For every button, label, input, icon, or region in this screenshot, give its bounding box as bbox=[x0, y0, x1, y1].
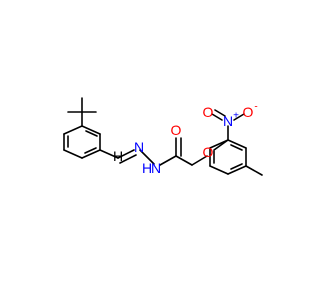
bond-ch2-to-o-ether bbox=[191, 155, 208, 166]
atom-labels: H N N H O O N + O - O bbox=[113, 102, 258, 177]
bond-ring1-c bbox=[81, 149, 101, 159]
atom-o-nitro-right: O bbox=[243, 104, 254, 120]
bond-ring2-a bbox=[227, 139, 247, 149]
bond-nitro-to-o-left-double bbox=[214, 109, 226, 117]
charge-o-nitro: - bbox=[254, 102, 257, 113]
atom-n-nitro: N bbox=[223, 113, 233, 129]
bond-ring1-d bbox=[63, 149, 83, 159]
bond-ring2-inner-1 bbox=[230, 144, 243, 151]
bond-ring2-c bbox=[227, 165, 247, 175]
bond-ring2-f bbox=[209, 139, 229, 149]
bond-carbonyl-to-ch2 bbox=[175, 155, 193, 166]
bond-ring1-inner-1 bbox=[85, 130, 98, 137]
atom-h-imine: H bbox=[113, 148, 123, 164]
bond-ring1-f bbox=[63, 125, 83, 135]
bond-n-to-carbonyl-c bbox=[159, 155, 177, 166]
bonds bbox=[63, 97, 263, 176]
bond-ring2-d bbox=[209, 165, 229, 175]
bond-ring1-a bbox=[81, 125, 101, 135]
bond-ring1-inner-2 bbox=[84, 147, 97, 154]
atom-n-imine: N bbox=[134, 139, 144, 155]
bond-n-n bbox=[139, 149, 155, 165]
charge-n-nitro: + bbox=[233, 111, 239, 122]
atom-n-amide: N bbox=[151, 160, 161, 176]
bond-ch-to-n-imine-double bbox=[119, 154, 137, 164]
molecule-structure-diagram: H N N H O O N + O - O bbox=[63, 97, 263, 177]
bond-ring2-to-methyl bbox=[245, 165, 263, 176]
bond-ring2-inner-2 bbox=[230, 163, 243, 170]
atom-o-ether: O bbox=[203, 144, 214, 160]
atom-o-carbonyl: O bbox=[171, 122, 182, 138]
bond-ch-to-n-imine bbox=[117, 149, 135, 159]
bond-nitro-to-o-right bbox=[233, 113, 245, 121]
bond-nitro-to-o-left bbox=[211, 113, 223, 121]
atom-o-nitro-left: O bbox=[203, 104, 214, 120]
bond-ring1-to-ch bbox=[99, 149, 119, 159]
atom-h-amide: H bbox=[142, 160, 152, 176]
